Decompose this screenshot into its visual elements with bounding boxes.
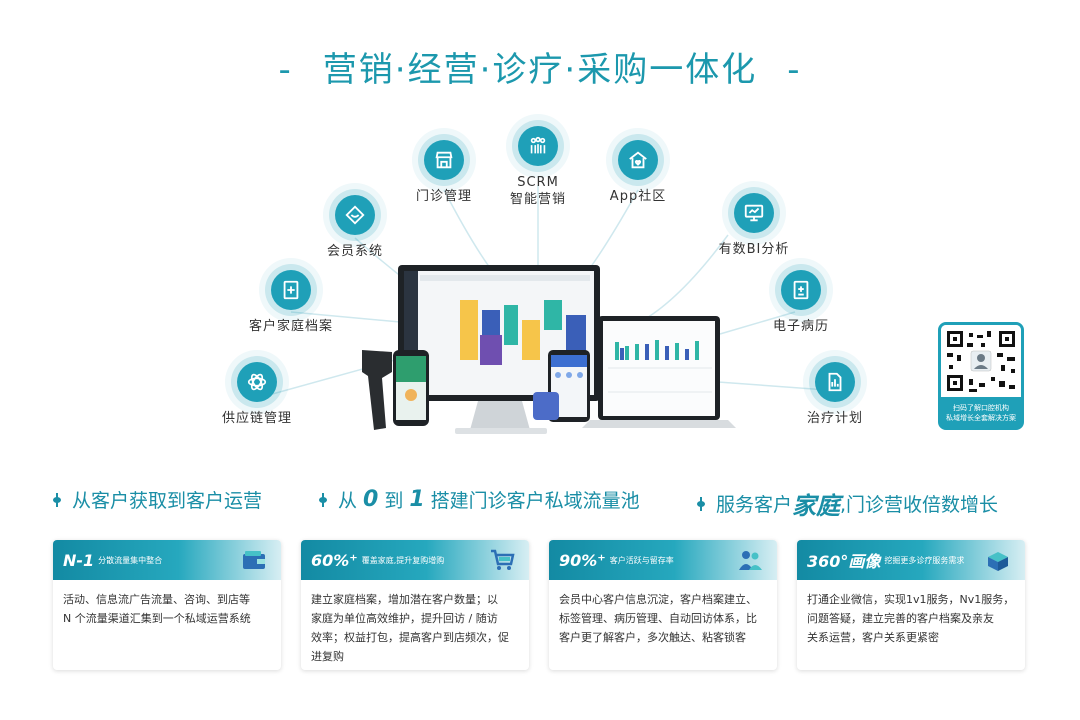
card-text-line: 客户更了解客户，多次触达、粘客锁客: [559, 631, 746, 644]
card-header: 90%⁺ 客户活跃与留存率: [549, 540, 777, 580]
atom-icon: [237, 362, 277, 402]
heading-text: 从: [338, 490, 358, 512]
card-header: N-1 分散流量集中整合: [53, 540, 281, 580]
node-scrm: SCRM 智能营销: [468, 126, 608, 208]
qr-code-panel[interactable]: 扫码了解口腔机构 私域增长全套解决方案: [938, 322, 1024, 430]
home-heart-icon: [618, 140, 658, 180]
diamond-icon: [335, 195, 375, 235]
card-key-figure: 90%⁺: [559, 550, 606, 570]
shopping-cart-icon: [491, 549, 515, 570]
card-key-figure: 60%⁺: [311, 550, 358, 570]
node-clinic-management: 门诊管理: [374, 140, 514, 205]
monitor-chart-icon: [734, 193, 774, 233]
node-label: 供应链管理: [221, 411, 292, 426]
feature-card-family: 60%⁺ 覆盖家庭,提升复购增购 建立家庭档案，增加潜在客户数量；以 家庭为单位…: [301, 540, 529, 670]
card-text-line: 标签管理、病历管理、自动回访体系，比: [559, 612, 757, 625]
title-text: 营销·经营·诊疗·采购一体化: [322, 50, 758, 90]
node-label-line2: 智能营销: [509, 192, 566, 207]
node-bi-analysis: 有数BI分析: [684, 193, 824, 258]
heading-text: ,门诊营收倍数增长: [840, 494, 999, 516]
title-dash-right: -: [787, 50, 802, 90]
node-label: 会员系统: [326, 244, 383, 259]
card-subtitle: 分散流量集中整合: [98, 555, 163, 565]
heading-private-pool: 从 0 到 1 搭建门诊客户私域流量池: [316, 486, 640, 513]
card-text-line: 家庭为单位高效维护，提升回访 / 随访: [311, 612, 498, 625]
feature-card-retention: 90%⁺ 客户活跃与留存率 会员中心客户信息沉淀，客户档案建立、 标签管理、病历…: [549, 540, 777, 670]
qr-code-icon: [941, 325, 1021, 397]
node-label: 客户家庭档案: [248, 319, 333, 334]
node-label: App社区: [609, 189, 667, 204]
feature-hub-diagram: [257, 185, 828, 434]
card-text-line: 建立家庭档案，增加潜在客户数量；以: [311, 593, 498, 606]
heading-family-service: 服务客户 家庭 ,门诊营收倍数增长: [694, 486, 998, 521]
node-app-community: App社区: [568, 140, 708, 205]
node-supply-chain: 供应链管理: [187, 362, 327, 427]
node-label: 有数BI分析: [718, 242, 790, 257]
heading-text: 搭建门诊客户私域流量池: [430, 490, 640, 512]
store-icon: [424, 140, 464, 180]
bullet-icon: [50, 492, 64, 507]
card-text-line: 会员中心客户信息沉淀，客户档案建立、: [559, 593, 757, 606]
bullet-icon: [316, 492, 330, 507]
phone: [393, 350, 429, 426]
node-treatment-plan: 治疗计划: [765, 362, 905, 427]
card-text-line: 问题答疑，建立完善的客户档案及亲友: [807, 612, 994, 625]
node-label: 治疗计划: [806, 411, 863, 426]
bullet-icon: [694, 496, 708, 511]
heading-text: 服务客户: [716, 494, 793, 516]
feature-card-traffic: N-1 分散流量集中整合 活动、信息流广告流量、咨询、到店等 N 个流量渠道汇集…: [53, 540, 281, 670]
card-key-figure: 360°画像: [807, 552, 881, 571]
card-text-line: N 个流量渠道汇集到一个私域运营系统: [63, 612, 251, 625]
title-dash-left: -: [278, 50, 293, 90]
node-electronic-records: 电子病历: [731, 270, 871, 335]
team-icon: [518, 126, 558, 166]
heading-customer-acquisition: 从客户获取到客户运营: [50, 486, 262, 513]
card-text-line: 效率；权益打包，提高客户到店频次，促: [311, 631, 509, 644]
node-member-system: 会员系统: [285, 195, 425, 260]
file-plus-icon: [271, 270, 311, 310]
heading-emphasis: 家庭: [792, 492, 841, 520]
node-label: 电子病历: [772, 319, 829, 334]
medical-record-icon: [781, 270, 821, 310]
page-title: -营销·经营·诊疗·采购一体化-: [0, 42, 1080, 91]
node-label: 门诊管理: [415, 189, 472, 204]
card-text-line: 进复购: [311, 650, 344, 663]
card-subtitle: 客户活跃与留存率: [609, 555, 674, 565]
node-customer-family-file: 客户家庭档案: [221, 270, 361, 335]
users-icon: [739, 551, 762, 570]
wallet-icon: [243, 551, 265, 569]
heading-text: 从客户获取到客户运营: [72, 490, 263, 512]
card-text-line: 打通企业微信，实现1v1服务，Nv1服务，: [807, 593, 1015, 606]
card-text-line: 活动、信息流广告流量、咨询、到店等: [63, 593, 250, 606]
gift-box-icon: [988, 552, 1008, 571]
card-key-figure: N-1: [63, 550, 95, 570]
card-subtitle: 覆盖家庭,提升复购增购: [361, 555, 445, 565]
barcode-scanner: [362, 350, 392, 430]
heading-emphasis: 1: [409, 487, 425, 512]
heading-text: 到: [384, 490, 404, 512]
feature-card-portrait: 360°画像 挖掘更多诊疗服务需求 打通企业微信，实现1v1服务，Nv1服务， …: [797, 540, 1025, 670]
node-label: SCRM: [517, 175, 559, 190]
card-header: 60%⁺ 覆盖家庭,提升复购增购: [301, 540, 529, 580]
document-chart-icon: [815, 362, 855, 402]
qr-caption-line1: 扫码了解口腔机构: [953, 404, 1009, 412]
card-header: 360°画像 挖掘更多诊疗服务需求: [797, 540, 1025, 580]
heading-emphasis: 0: [363, 487, 379, 512]
card-text-line: 关系运营，客户关系更紧密: [807, 631, 939, 644]
qr-caption-line2: 私域增长全套解决方案: [946, 414, 1016, 422]
card-subtitle: 挖掘更多诊疗服务需求: [884, 555, 965, 565]
laptop: [582, 316, 736, 428]
device-card: [533, 392, 559, 420]
